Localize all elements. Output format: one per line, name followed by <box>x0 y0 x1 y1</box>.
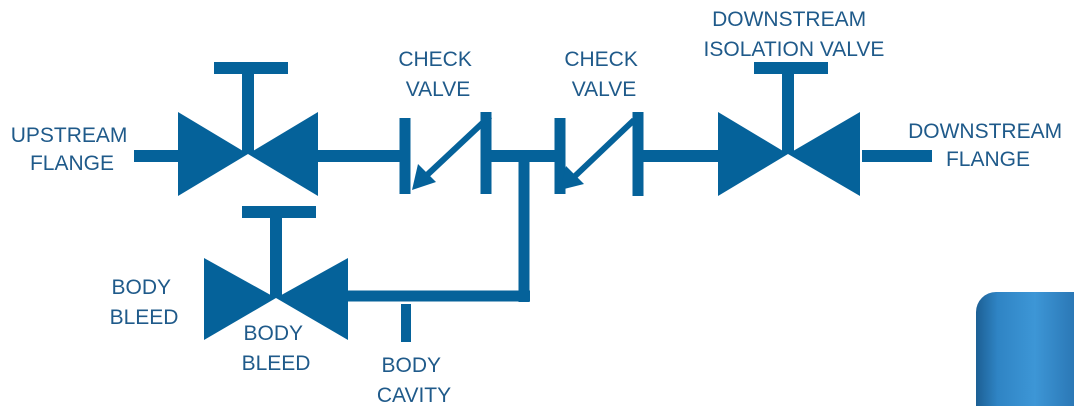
valve-body-right <box>248 112 318 196</box>
check-valve-flap <box>423 113 493 179</box>
valve-body-left <box>718 112 788 196</box>
check-valve-flap <box>570 117 637 181</box>
upstream-isolation-valve <box>178 62 318 196</box>
body-bleed-valve <box>204 206 348 340</box>
valve-body-left <box>178 112 248 196</box>
labels: UPSTREAM FLANGE CHECK VALVE CHECK VALVE … <box>11 8 1068 406</box>
valve-body-right <box>276 258 348 340</box>
valve-body-left <box>204 258 276 340</box>
check-valve-arrowhead <box>412 164 436 190</box>
body-bleed-left-label: BODY BLEED <box>110 276 179 329</box>
check-valve-2 <box>554 112 644 196</box>
body-cavity-branch <box>348 150 530 342</box>
body-bleed-valve-label: BODY BLEED <box>242 322 311 375</box>
upstream-flange-label: UPSTREAM FLANGE <box>11 124 134 175</box>
check-valve-arrowhead <box>560 166 584 190</box>
check-valve-1 <box>399 112 493 194</box>
downstream-isolation-valve <box>718 62 860 196</box>
body-cavity-label: BODY CAVITY <box>377 354 451 406</box>
check-valve-2-label: CHECK VALVE <box>564 48 643 101</box>
valve-body-right <box>788 112 860 196</box>
blue-cylinder-photo-fragment <box>976 292 1074 406</box>
check-valve-1-label: CHECK VALVE <box>398 48 477 101</box>
downstream-flange-label: DOWNSTREAM FLANGE <box>908 120 1068 171</box>
downstream-isolation-valve-label: DOWNSTREAM ISOLATION VALVE <box>704 8 885 61</box>
